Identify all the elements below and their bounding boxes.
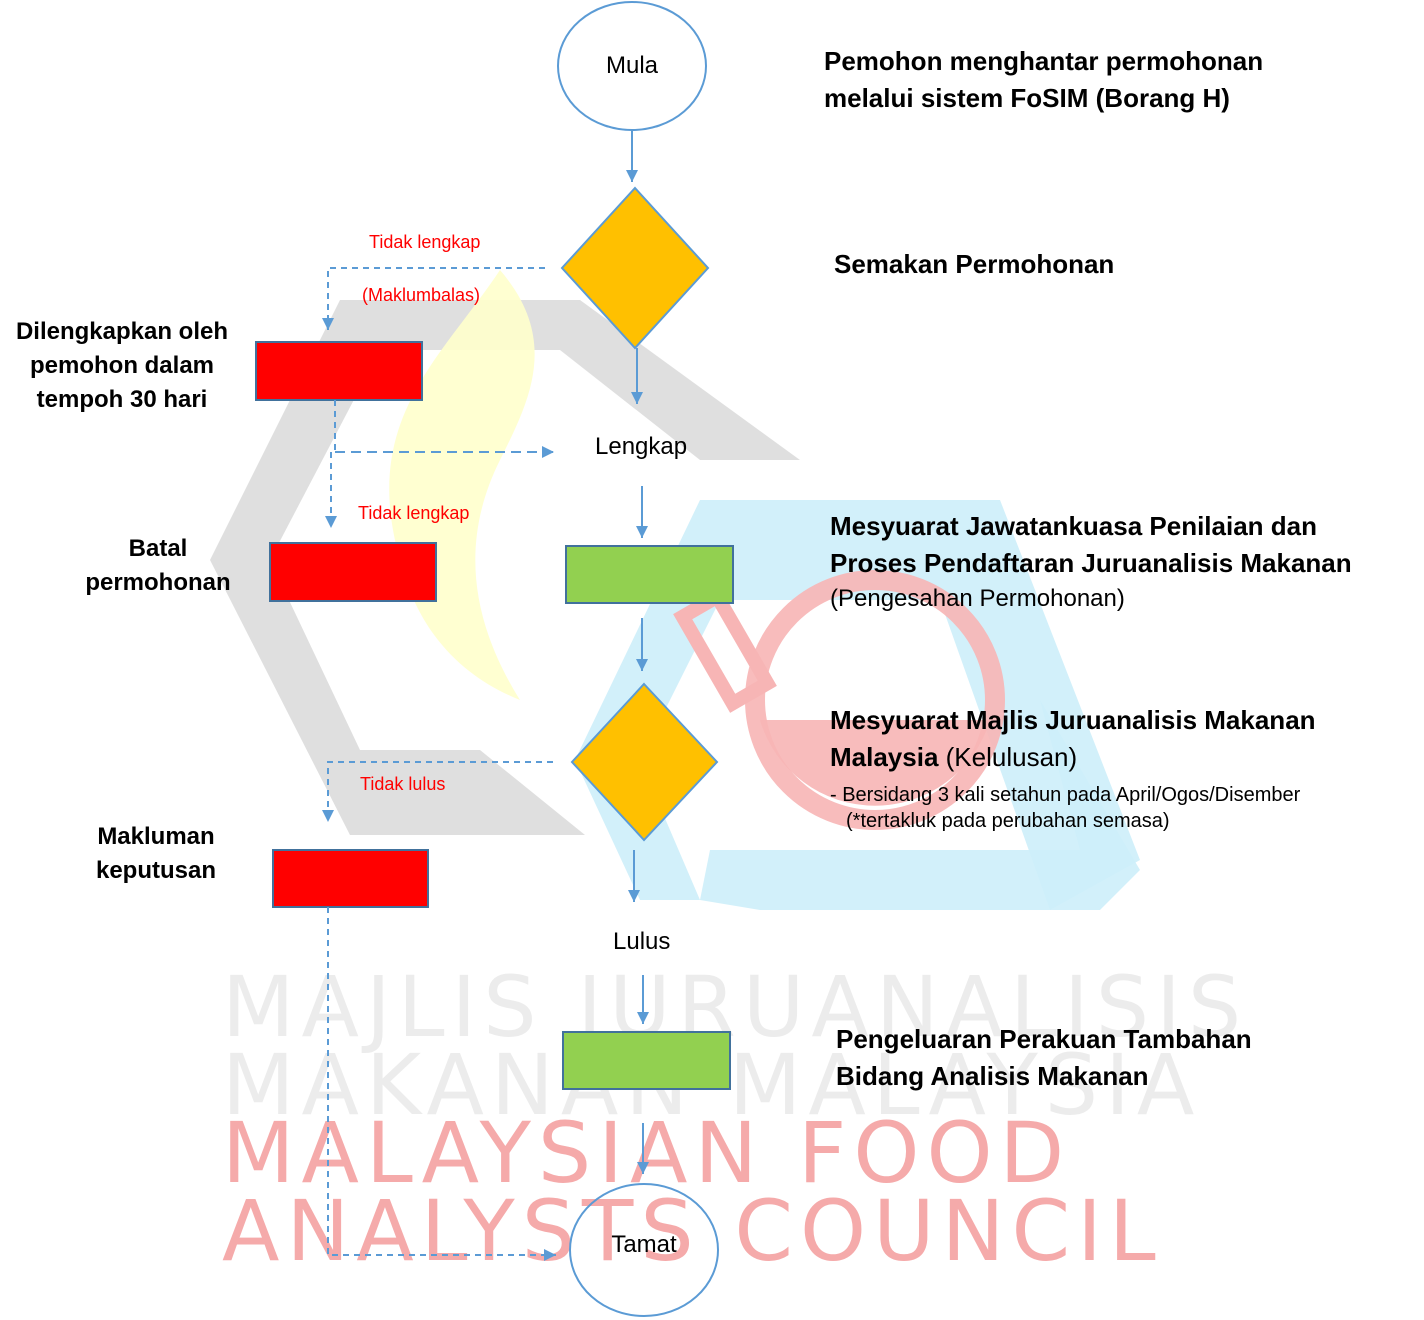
desc-step-4-bullet: - Bersidang 3 kali setahun pada April/Og… [830,784,1301,806]
desc-step-4: Mesyuarat Majlis Juruanalisis Makanan Ma… [830,705,1316,832]
edge-label-tidak-lengkap-2: Tidak lengkap [358,503,470,523]
edge-label-maklumbalas: (Maklumbalas) [362,285,481,305]
label-makluman: Makluman keputusan [95,823,217,884]
box-mesyuarat-jawatankuasa [565,545,734,604]
decision-semakan [560,186,710,350]
dashed-tidak-lulus [322,761,553,822]
edge-label-tidak-lulus: Tidak lulus [360,774,446,794]
desc-step-4-note: (*tertakluk pada perubahan semasa) [846,810,1170,832]
watermark-line-1: MAJLIS JURUANALISIS [222,958,1249,1056]
box-batal [269,542,437,602]
end-node [569,1183,719,1317]
box-makluman [272,849,429,908]
label-dilengkapkan: Dilengkapkan oleh pemohon dalam tempoh 3… [15,318,229,413]
label-batal: Batal permohonan [85,535,231,596]
dashed-tidak-lengkap-1 [322,267,545,330]
box-dilengkapkan [255,341,423,401]
start-label: Mula [605,52,659,79]
box-pengeluaran [562,1031,731,1090]
edge-label-tidak-lengkap-1: Tidak lengkap [369,232,481,252]
lulus-label: Lulus [613,928,671,955]
desc-step-1: Pemohon menghantar permohonan melalui si… [824,46,1264,113]
desc-step-5: Pengeluaran Perakuan Tambahan Bidang Ana… [836,1024,1252,1091]
watermark-line-4: ANALYSTS COUNCIL [222,1182,1163,1280]
desc-step-2: Semakan Permohonan [834,249,1115,279]
desc-step-3: Mesyuarat Jawatankuasa Penilaian dan Pro… [830,511,1352,612]
lengkap-label: Lengkap [595,433,688,460]
dashed-makluman-to-end [327,907,556,1261]
end-label: Tamat [611,1231,677,1258]
decision-majlis [570,682,719,842]
